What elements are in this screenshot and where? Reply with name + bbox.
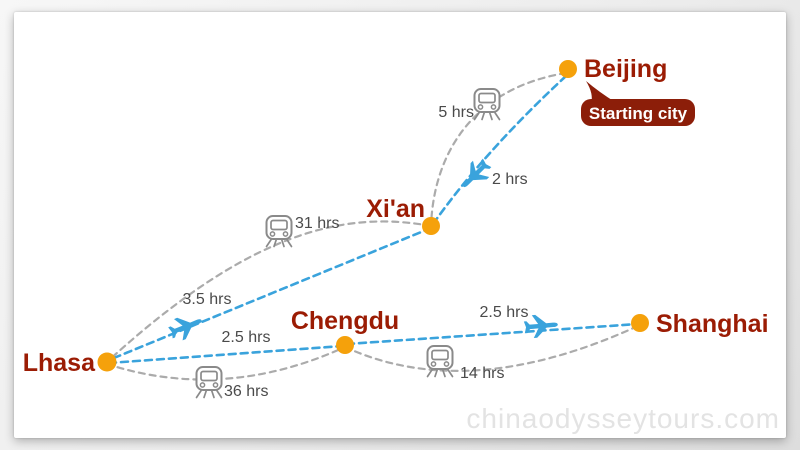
watermark: chinaodysseytours.com: [466, 403, 780, 434]
duration-label-beijing-xian-train: 5 hrs: [438, 104, 474, 121]
badge-label: Starting city: [589, 104, 688, 123]
city-label-chengdu: Chengdu: [291, 307, 399, 335]
city-marker-beijing: [559, 60, 577, 78]
route-beijing-xian-train: [429, 71, 568, 228]
duration-label-lhasa-chengdu-train: 36 hrs: [224, 383, 268, 400]
route-map-diagram: chinaodysseytours.com 5 hrs 2 hrs 31: [23, 55, 780, 434]
city-marker-chengdu: [336, 336, 354, 354]
duration-label-beijing-xian-flight: 2 hrs: [492, 171, 528, 188]
route-chengdu-shanghai-flight: [345, 322, 640, 346]
city-marker-xian: [422, 217, 440, 235]
city-label-xian: Xi'an: [366, 195, 425, 223]
duration-label-lhasa-chengdu-flight: 2.5 hrs: [222, 329, 271, 346]
city-label-lhasa: Lhasa: [23, 349, 96, 377]
train-icon: [426, 345, 454, 378]
route-lhasa-chengdu-train: [105, 345, 347, 381]
plane-icon: [523, 313, 559, 339]
city-label-beijing: Beijing: [584, 55, 667, 83]
train-icon: [265, 215, 293, 248]
duration-label-chengdu-shanghai-train: 14 hrs: [460, 365, 504, 382]
train-icon: [195, 366, 223, 399]
route-lhasa-chengdu-flight: [107, 344, 345, 365]
duration-label-xian-lhasa-train: 31 hrs: [295, 215, 339, 232]
route-chengdu-shanghai-train: [343, 323, 642, 372]
city-marker-shanghai: [631, 314, 649, 332]
train-icon: [473, 88, 501, 121]
duration-label-chengdu-shanghai-flight: 2.5 hrs: [480, 304, 529, 321]
badge-background: [581, 99, 695, 126]
route-beijing-xian-flight: [431, 74, 568, 226]
starting-city-badge: Starting city: [581, 81, 695, 126]
city-label-shanghai: Shanghai: [656, 310, 769, 338]
route-xian-lhasa-flight: [107, 226, 433, 362]
plane-icon: [166, 309, 206, 344]
duration-label-xian-lhasa-flight: 3.5 hrs: [183, 291, 232, 308]
plane-icon: [455, 154, 496, 195]
city-marker-lhasa: [97, 352, 117, 372]
route-map-card: chinaodysseytours.com 5 hrs 2 hrs 31: [14, 12, 786, 438]
route-xian-lhasa-train: [105, 220, 433, 364]
badge-tail: [586, 81, 615, 104]
